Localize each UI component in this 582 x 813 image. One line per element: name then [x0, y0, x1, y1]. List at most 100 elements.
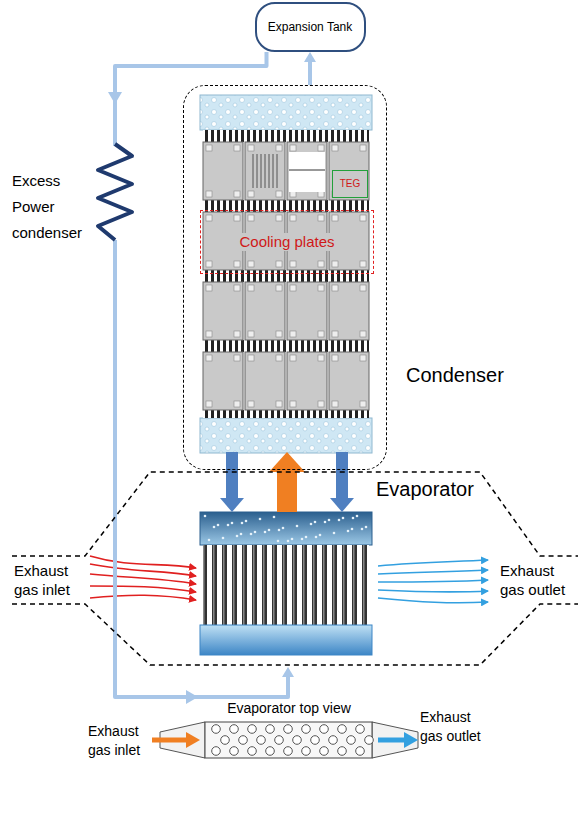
coolant-line — [308, 62, 312, 85]
mount-pad — [276, 145, 282, 151]
tube-hole — [230, 747, 239, 756]
component-label: Excess Power condenser — [12, 168, 98, 246]
inlet-arrow — [152, 738, 188, 743]
cooling-plate — [329, 282, 369, 340]
evaporator-header — [200, 625, 372, 655]
condensate-arrow — [336, 452, 348, 498]
bubble — [217, 524, 220, 527]
bubble — [204, 515, 207, 518]
bubble — [208, 539, 211, 542]
mount-pad — [248, 215, 254, 221]
tube-hole — [230, 725, 239, 734]
cooling-plate — [203, 142, 243, 200]
hatch-line — [277, 154, 278, 188]
mount-pad — [248, 191, 254, 197]
mount-pad — [248, 145, 254, 151]
tube-hole — [338, 747, 347, 756]
tube-hole — [338, 725, 347, 734]
coil-symbol — [98, 144, 132, 240]
mount-pad — [332, 401, 338, 407]
bubble — [236, 535, 239, 538]
cooling-plate — [287, 352, 327, 410]
tube-hole — [293, 736, 302, 745]
mount-pad — [360, 285, 366, 291]
mount-pad — [318, 261, 324, 267]
mount-pad — [234, 331, 240, 337]
cooling-plate — [329, 352, 369, 410]
evaporator-outline — [205, 722, 372, 758]
fin-band — [203, 410, 369, 418]
hatch-line — [265, 154, 266, 188]
evaporator-header — [200, 512, 372, 545]
mount-pad — [332, 145, 338, 151]
mount-pad — [360, 355, 366, 361]
condenser-stack — [200, 95, 372, 453]
mount-pad — [234, 355, 240, 361]
mount-pad — [332, 355, 338, 361]
bubble — [213, 526, 216, 529]
mount-pad — [206, 401, 212, 407]
mount-pad — [332, 331, 338, 337]
flow-label: Exhaust gas outlet — [420, 708, 490, 746]
cooling-plate — [287, 142, 327, 200]
mount-pad — [290, 355, 296, 361]
cooling-plate — [245, 282, 285, 340]
bubble — [278, 529, 281, 532]
bubble — [338, 519, 341, 522]
hot-gas-arrow — [90, 564, 196, 576]
mount-pad — [206, 355, 212, 361]
bubble — [277, 540, 280, 543]
outlet-arrow — [378, 738, 406, 743]
bubble — [365, 526, 368, 529]
duct-line — [12, 604, 578, 665]
bubble — [314, 521, 317, 524]
bubble — [268, 529, 271, 532]
bubble — [301, 538, 304, 541]
tube-hole — [365, 736, 374, 745]
cooling-plates-box: Cooling plates — [200, 210, 374, 274]
flow-label: Exhaust gas inlet — [88, 722, 152, 760]
tube-hole — [257, 736, 266, 745]
plate-line — [289, 170, 325, 171]
cooling-plate — [203, 352, 243, 410]
bubble — [273, 516, 276, 519]
tube-hole — [356, 747, 365, 756]
hatch-line — [261, 154, 262, 188]
tube-hole — [239, 736, 248, 745]
bubble — [361, 528, 364, 531]
tube-hole — [302, 725, 311, 734]
bubble — [333, 532, 336, 535]
outlet-flare — [372, 722, 418, 758]
node-label: Evaporator top view — [160, 700, 418, 716]
bubble — [245, 520, 248, 523]
mount-pad — [332, 215, 338, 221]
mount-pad — [332, 261, 338, 267]
mount-pad — [318, 215, 324, 221]
bubble — [227, 524, 230, 527]
mount-pad — [248, 355, 254, 361]
condensate-arrow — [226, 452, 238, 498]
tube-hole — [266, 747, 275, 756]
bubble — [241, 522, 244, 525]
bubble — [231, 522, 234, 525]
mount-pad — [318, 355, 324, 361]
bubble — [351, 528, 354, 531]
cooling-plate — [245, 352, 285, 410]
outlet-arrowhead — [404, 732, 418, 748]
mount-pad — [234, 191, 240, 197]
mount-pad — [360, 215, 366, 221]
fin-band — [203, 130, 369, 142]
teg-box: TEG — [332, 170, 368, 198]
mount-pad — [276, 355, 282, 361]
top-view-frame: Evaporator top view — [160, 700, 418, 762]
bubble — [319, 534, 322, 537]
node-label: Cooling plates — [236, 233, 337, 251]
hot-gas-arrow — [90, 586, 196, 592]
exhaust-flow — [90, 556, 488, 603]
header-tank — [200, 95, 372, 130]
mount-pad — [248, 331, 254, 337]
mount-pad — [206, 285, 212, 291]
tube-hole — [221, 736, 230, 745]
duct-outline — [12, 470, 578, 667]
